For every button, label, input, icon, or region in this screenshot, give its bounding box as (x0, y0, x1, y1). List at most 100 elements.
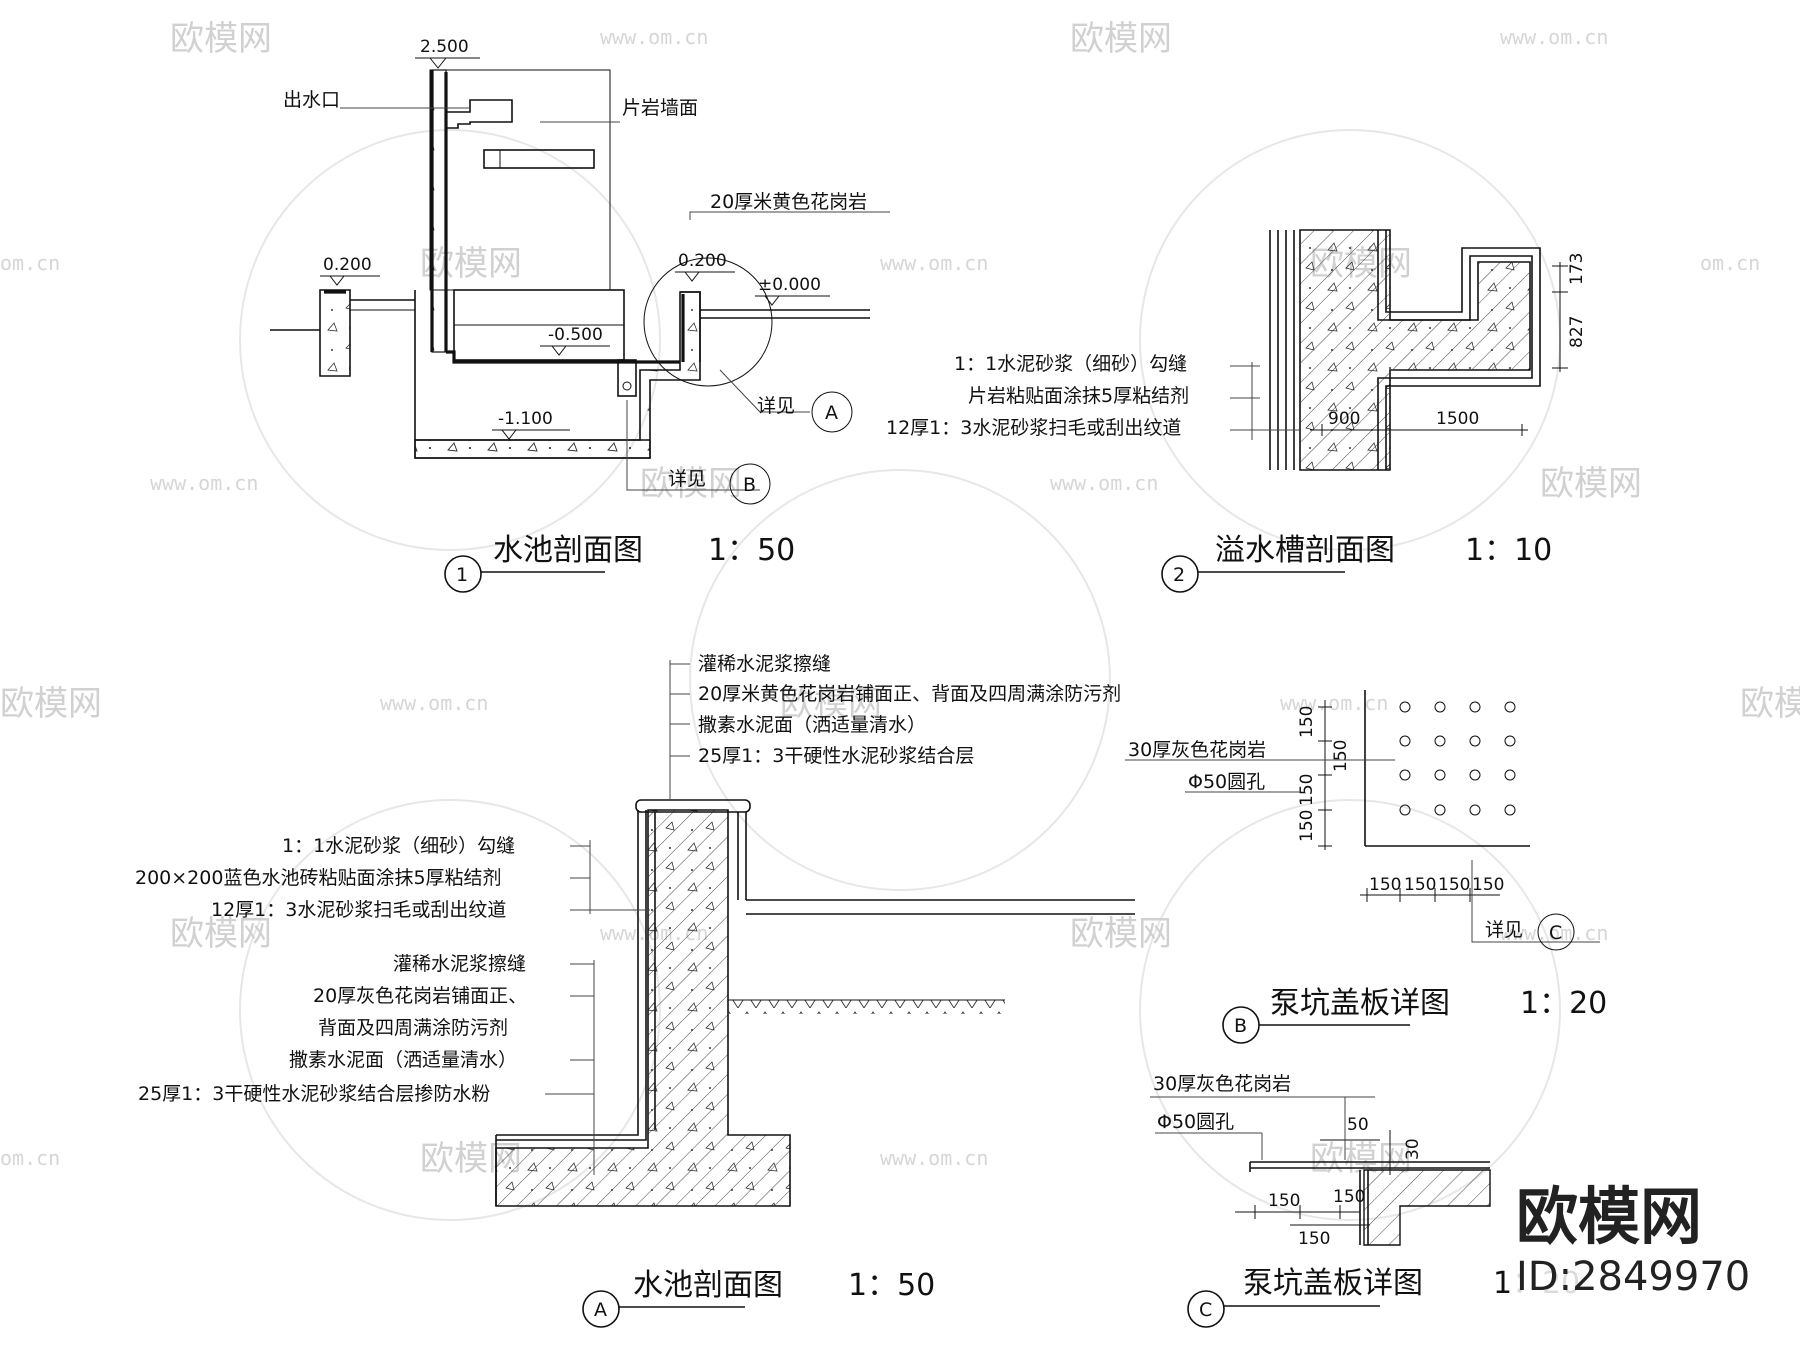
elev-right-label: 0.200 (678, 251, 727, 271)
dim-h: 150 (1404, 875, 1436, 895)
note-line: 灌稀水泥浆擦缝 (698, 653, 831, 675)
note-line: 25厚1：3干硬性水泥砂浆结合层 (698, 745, 974, 767)
note-line: 1：1水泥砂浆（细砂）勾缝 (282, 835, 515, 857)
note-line: 片岩粘贴面涂抹5厚粘结剂 (968, 385, 1189, 407)
ref-c-mark: C (1549, 922, 1562, 944)
dim-900: 900 (1328, 409, 1360, 429)
label-granite: 30厚灰色花岗岩 (1153, 1073, 1291, 1095)
watermark-url: om.cn (0, 251, 60, 275)
elev-top-label: 2.500 (420, 37, 469, 57)
dim-150-left: 150 (1268, 1191, 1300, 1211)
watermark-url: www.om.cn (1050, 471, 1158, 495)
drawing-title: 水池剖面图 (633, 1268, 783, 1303)
note-line: 20厚米黄色花岗岩铺面正、背面及四周满涂防污剂 (698, 683, 1121, 705)
pool-structure (414, 290, 701, 459)
title-mark: B (1234, 1015, 1247, 1037)
ref-a-text: 详见 (757, 395, 795, 417)
dim-v: 150 (1297, 810, 1317, 842)
watermark-url: www.om.cn (600, 25, 708, 49)
watermark-text: 欧模网 (1540, 464, 1642, 504)
drawing-title: 水池剖面图 (493, 533, 643, 568)
ref-a-mark: A (825, 402, 838, 424)
dim-50: 50 (1347, 1115, 1369, 1135)
label-slate-wall: 片岩墙面 (622, 97, 698, 119)
watermark-text: 欧模网 (1740, 684, 1800, 724)
drawing-1-pool-section: 2.500 出水口 片岩墙面 20厚米黄色花岗岩 (270, 37, 890, 593)
drawing-scale: 1：10 (1465, 533, 1552, 568)
note-line: 1：1水泥砂浆（细砂）勾缝 (954, 353, 1187, 375)
note-line: 撒素水泥面（洒适量清水） (698, 714, 926, 736)
title-mark: C (1199, 1299, 1212, 1321)
wall-core (431, 69, 447, 353)
brand-stamp: 欧模网 ID:2849970 (1515, 1170, 1800, 1322)
elev-ground-label: ±0.000 (758, 275, 821, 295)
drawing-2-overflow-section: 173 827 900 1500 1：1水泥砂浆（细砂）勾缝 片岩粘贴面涂抹5厚… (886, 229, 1587, 593)
note-line: 12厚1：3水泥砂浆扫毛或刮出纹道 (211, 899, 506, 921)
watermark-url: www.om.cn (880, 251, 988, 275)
pit-edge-concrete (1363, 1169, 1491, 1246)
ref-c-bubble (1537, 913, 1575, 951)
label-hole: Φ50圆孔 (1157, 1111, 1234, 1133)
pool-wall-concrete (495, 809, 791, 1207)
title-mark: A (594, 1299, 607, 1321)
label-hole: Φ50圆孔 (1188, 771, 1265, 793)
dim-v: 150 (1297, 706, 1317, 738)
ref-c-text: 详见 (1485, 919, 1523, 941)
drawing-b-pump-cover-plan: 150 150 150 150 150 150 150 150 30厚灰色花岗岩… (1125, 690, 1607, 1044)
note-line: 背面及四周满涂防污剂 (318, 1017, 508, 1039)
watermark-text: 欧模网 (0, 684, 102, 724)
ground-soil (728, 1000, 1005, 1014)
label-granite: 30厚灰色花岗岩 (1128, 739, 1266, 761)
note-line: 撒素水泥面（洒适量清水） (289, 1049, 517, 1071)
pump-pit (617, 359, 637, 397)
hole-grid (1399, 701, 1516, 816)
dim-h: 150 (1438, 875, 1470, 895)
watermark-layer: 欧模网 www.om.cn 欧模网 www.om.cn om.cn 欧模网 ww… (0, 19, 1800, 1221)
detail-a-callout-circle (643, 257, 773, 387)
watermark-url: www.om.cn (1500, 25, 1608, 49)
brand-id: ID:2849970 (1516, 1254, 1750, 1300)
dim-30: 30 (1403, 1138, 1423, 1160)
watermark-text: 欧模网 (1070, 19, 1172, 59)
title-number-bubble (1161, 555, 1199, 593)
drawing-scale: 1：50 (708, 533, 795, 568)
watermark-url: www.om.cn (1500, 921, 1608, 945)
drawing-scale: 1：50 (848, 1268, 935, 1303)
note-line: 200×200蓝色水池砖粘贴面涂抹5厚粘结剂 (135, 867, 502, 889)
coping-stone (635, 799, 751, 813)
watermark-text: 欧模网 (1070, 914, 1172, 954)
elev-water-label: -0.500 (548, 325, 603, 345)
ref-a-bubble (811, 391, 853, 433)
dim-v: 150 (1331, 740, 1351, 772)
dim-v: 150 (1297, 774, 1317, 806)
watermark-text: 欧模网 (170, 19, 272, 59)
note-line: 12厚1：3水泥砂浆扫毛或刮出纹道 (886, 417, 1181, 439)
water-outlet (446, 99, 513, 129)
drawing-a-pool-detail: 灌稀水泥浆擦缝 20厚米黄色花岗岩铺面正、背面及四周满涂防污剂 撒素水泥面（洒适… (135, 653, 1135, 1328)
watermark-url: om.cn (1700, 251, 1760, 275)
elev-left-label: 0.200 (323, 255, 372, 275)
watermark-text: 欧模网 (780, 684, 882, 724)
elev-bottom-label: -1.100 (498, 409, 553, 429)
title-number-bubble (444, 555, 482, 593)
watermark-text: 欧模网 (170, 914, 272, 954)
left-kerb (319, 289, 351, 377)
drawing-scale: 1：20 (1520, 986, 1607, 1021)
drawing-title: 溢水槽剖面图 (1215, 533, 1395, 568)
dim-1500: 1500 (1436, 409, 1479, 429)
dim-173: 173 (1567, 253, 1587, 285)
title-mark-bubble (1187, 1290, 1225, 1328)
watermark-url: om.cn (0, 1146, 60, 1170)
ref-b-bubble (729, 463, 771, 505)
brand-name: 欧模网 (1516, 1180, 1702, 1253)
dim-150-bottom: 150 (1298, 1229, 1330, 1249)
watermark-text: 欧模网 (640, 464, 742, 504)
watermark-url: www.om.cn (1280, 691, 1388, 715)
title-number: 1 (456, 564, 468, 586)
drawing-title: 泵坑盖板详图 (1270, 986, 1450, 1021)
note-line: 20厚灰色花岗岩铺面正、 (313, 985, 527, 1007)
drawing-title: 泵坑盖板详图 (1243, 1266, 1423, 1301)
dim-150-right: 150 (1333, 1187, 1365, 1207)
